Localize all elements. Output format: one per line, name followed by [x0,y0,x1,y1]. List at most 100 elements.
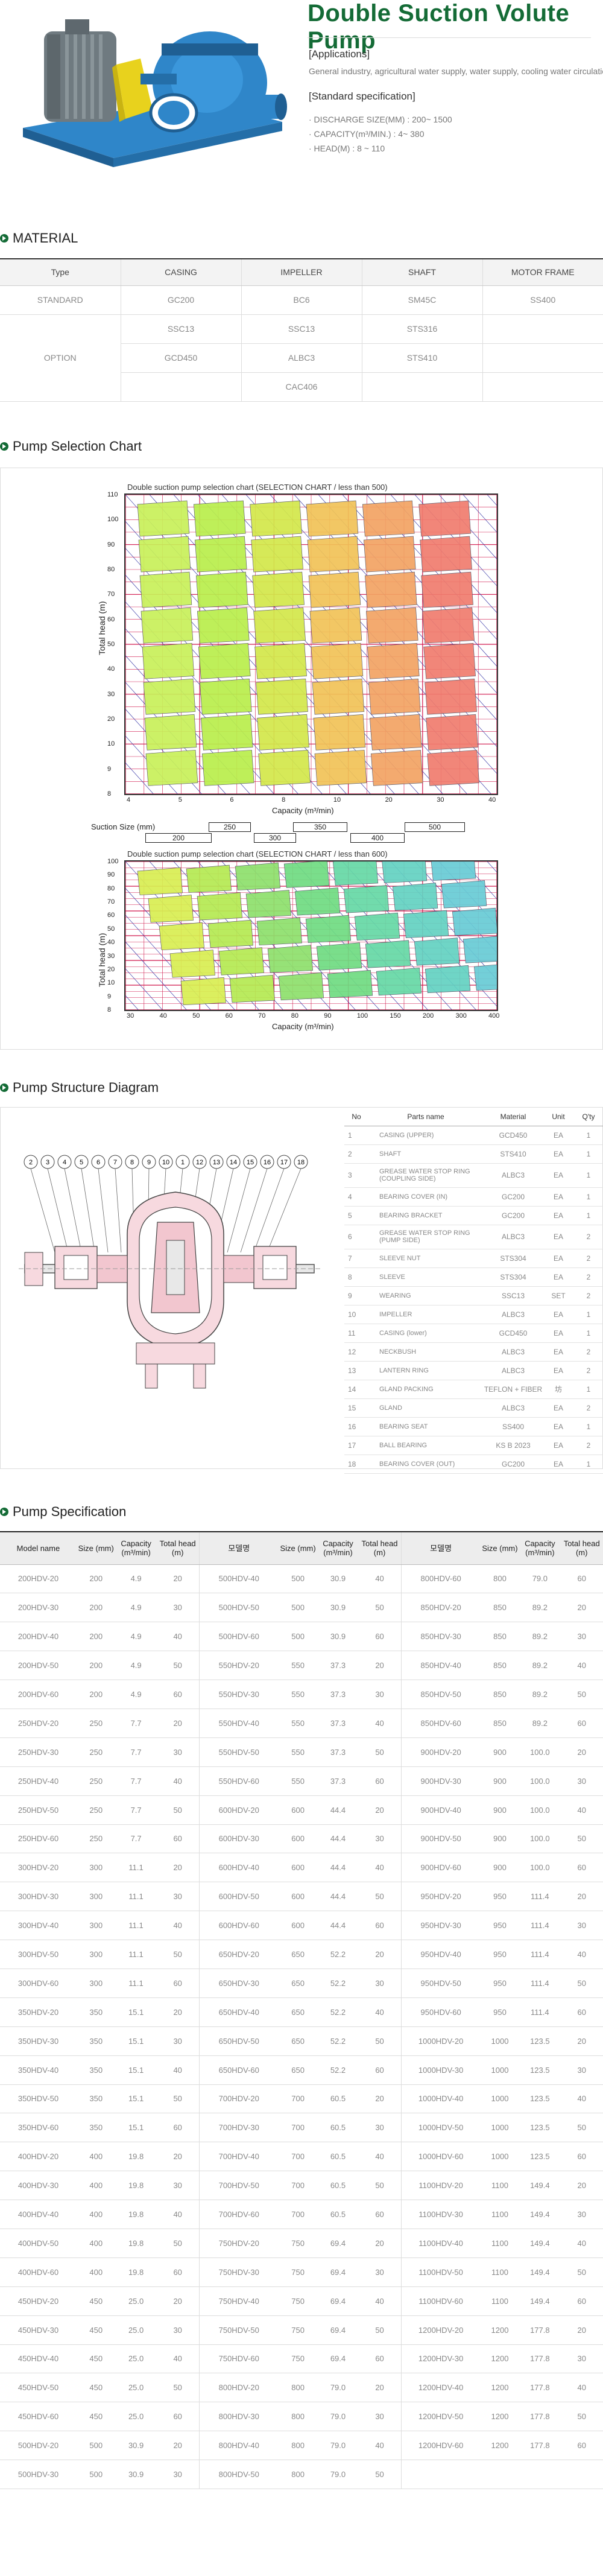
pump-zone [365,607,418,644]
cell: 11.1 [115,1911,157,1941]
cell: BEARING BRACKET [368,1206,483,1225]
cell: STANDARD [0,285,121,315]
cell: 850HDV-60 [401,1708,481,1738]
y-tick-label: 90 [107,541,115,548]
cell: 1200 [480,2315,520,2345]
section-bullet-icon [0,1508,8,1516]
cell: EA [543,1249,573,1268]
col-header: Total head (m) [560,1531,603,1565]
cell: 100.0 [519,1824,561,1854]
cell: 550 [278,1680,318,1709]
cell: 600HDV-50 [199,1882,279,1912]
cell: 30.9 [317,1622,359,1652]
cell: 79.0 [317,2373,359,2403]
pump-zone [267,945,314,973]
cell: 123.5 [519,2084,561,2114]
cell: 750 [278,2286,318,2316]
y-tick-label: 8 [107,790,112,798]
cell: 69.4 [317,2315,359,2345]
cell: 1100 [480,2257,520,2287]
cell: 20 [560,2171,603,2201]
cell: 60 [358,2344,402,2374]
col-header: Total head (m) [358,1531,402,1565]
cell: 650HDV-40 [199,1997,279,2027]
cell [401,2460,481,2489]
y-tick-label: 50 [107,641,115,648]
cell: 60 [156,1968,200,1998]
cell: 350HDV-20 [0,1997,77,2027]
section-header-material: MATERIAL [0,230,78,246]
cell: 450 [76,2373,116,2403]
cell: 100.0 [519,1737,561,1767]
cell: 149.4 [519,2257,561,2287]
pump-zone [180,977,226,1006]
cell: 1 [573,1126,603,1145]
y-tick-label: 40 [107,665,115,673]
x-tick-label: 30 [437,796,444,804]
cell: 350 [76,2055,116,2085]
cell: IMPELLER [368,1305,483,1324]
pump-zone [420,536,472,573]
x-axis-label: Capacity (m³/min) [272,806,334,815]
cell [482,372,603,402]
cell: 30 [560,2344,603,2374]
cell: SSC13 [121,314,242,344]
cell: 1 [573,1324,603,1343]
cell: STS410 [483,1144,543,1164]
cell: 350HDV-30 [0,2026,77,2056]
cell: 700HDV-50 [199,2171,279,2201]
cell: 950 [480,1911,520,1941]
cell: 89.2 [519,1622,561,1652]
cell: 700 [278,2142,318,2172]
x-tick-label: 90 [324,1012,332,1020]
cell: 550HDV-30 [199,1680,279,1709]
cell: 2 [573,1249,603,1268]
cell: BALL BEARING [368,1436,483,1455]
cell: 750HDV-20 [199,2229,279,2258]
cell: 850HDV-40 [401,1651,481,1681]
pump-zone [311,642,364,679]
cell: 500 [278,1622,318,1652]
cell: 79.0 [519,1564,561,1594]
cell: 950HDV-20 [401,1882,481,1912]
cell: 40 [358,2286,402,2316]
cell: 20 [358,2229,402,2258]
x-tick-label: 40 [159,1012,167,1020]
pump-zone [452,907,497,936]
cell: 350 [76,2084,116,2114]
cell: 123.5 [519,2142,561,2172]
pump-zone [354,912,400,941]
cell: 700 [278,2200,318,2229]
section-header-structure: Pump Structure Diagram [0,1080,159,1096]
pump-zone [314,749,367,786]
pump-zone [422,607,475,644]
cell: 500HDV-30 [0,2460,77,2489]
cell: 60.5 [317,2200,359,2229]
cell: GREASE WATER STOP RING (COUPLING SIDE) [368,1163,483,1188]
cell: 900 [480,1795,520,1825]
cell: ALBC3 [241,343,362,373]
cell: 69.4 [317,2344,359,2374]
pump-zone [201,749,254,786]
col-header: Model name [0,1531,77,1565]
part-callout: 7 [108,1155,122,1253]
chart-plot-svg-1 [125,495,497,794]
cell: 60 [156,2402,200,2432]
cell: 750 [278,2229,318,2258]
cell: 79.0 [317,2460,359,2489]
cell: 250 [76,1795,116,1825]
pump-zone [365,940,411,968]
cell: 650 [278,1968,318,1998]
cell: 50 [156,1651,200,1681]
pump-zone [418,500,471,537]
cell: 350HDV-60 [0,2113,77,2143]
cell: 7.7 [115,1708,157,1738]
